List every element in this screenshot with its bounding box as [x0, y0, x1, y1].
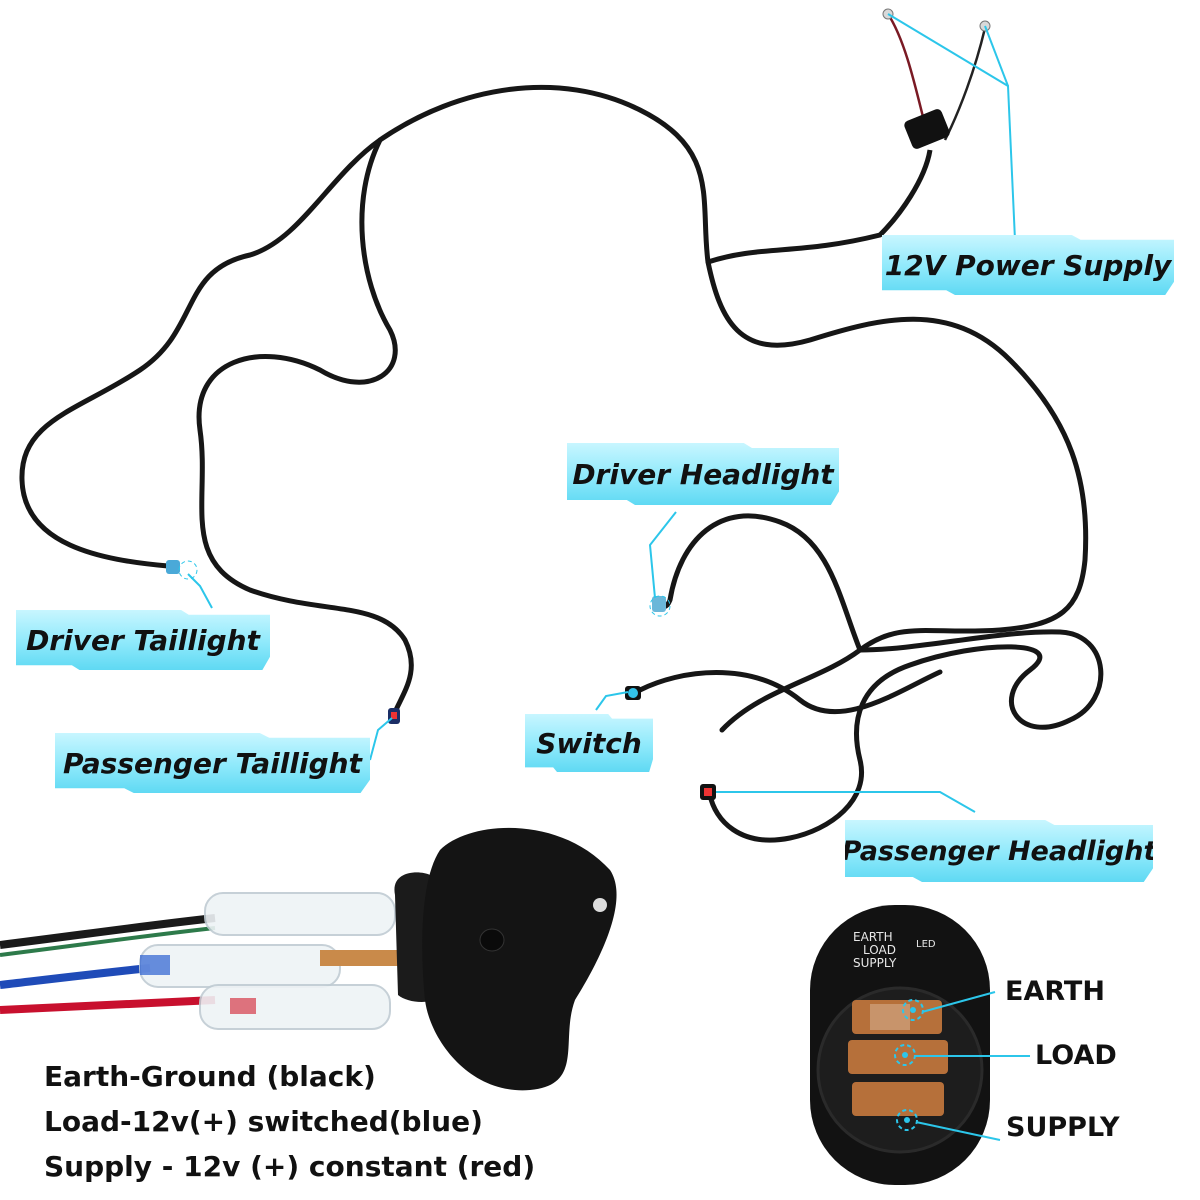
harness-switch-branch — [640, 672, 940, 712]
harness-loop-right — [710, 632, 1101, 840]
sleeve-black — [205, 893, 395, 935]
power-red-wire — [888, 14, 925, 125]
connector-passenger-taillight — [388, 708, 400, 724]
label-driver-taillight: Driver Taillight — [16, 610, 270, 670]
inline-fuse-holder — [903, 108, 951, 151]
terminal-supply — [852, 1082, 944, 1116]
rocker-switch-photo — [0, 828, 617, 1090]
harness-headlight-branch — [660, 516, 860, 650]
label-passenger-headlight: Passenger Headlight — [845, 820, 1153, 882]
callout-switch — [596, 692, 628, 710]
callout-passenger-taillight — [370, 718, 392, 760]
plate-led-text: LED — [916, 938, 936, 951]
connector-passenger-headlight — [700, 784, 716, 800]
callout-driver-taillight — [188, 574, 212, 608]
label-driver-headlight: Driver Headlight — [567, 443, 839, 505]
label-power-supply: 12V Power Supply — [882, 235, 1174, 295]
power-black-wire — [945, 28, 985, 140]
wire-red — [0, 1000, 215, 1010]
label-switch: Switch — [525, 714, 653, 772]
connector-driver-taillight — [166, 560, 197, 579]
power-lead — [880, 150, 930, 235]
legend-load: Load-12v(+) switched(blue) — [44, 1105, 483, 1138]
label-passenger-taillight: Passenger Taillight — [55, 733, 370, 793]
legend-earth-ground: Earth-Ground (black) — [44, 1060, 376, 1093]
sleeve-red — [200, 985, 390, 1029]
terminal-label-load: LOAD — [1035, 1040, 1117, 1071]
legend-supply: Supply - 12v (+) constant (red) — [44, 1150, 535, 1183]
switch-rocker — [422, 828, 616, 1090]
plate-supply-text: SUPPLY — [853, 957, 896, 970]
wire-blue — [0, 968, 150, 985]
terminal-label-earth: EARTH — [1005, 976, 1105, 1007]
terminal-label-supply: SUPPLY — [1006, 1112, 1120, 1143]
